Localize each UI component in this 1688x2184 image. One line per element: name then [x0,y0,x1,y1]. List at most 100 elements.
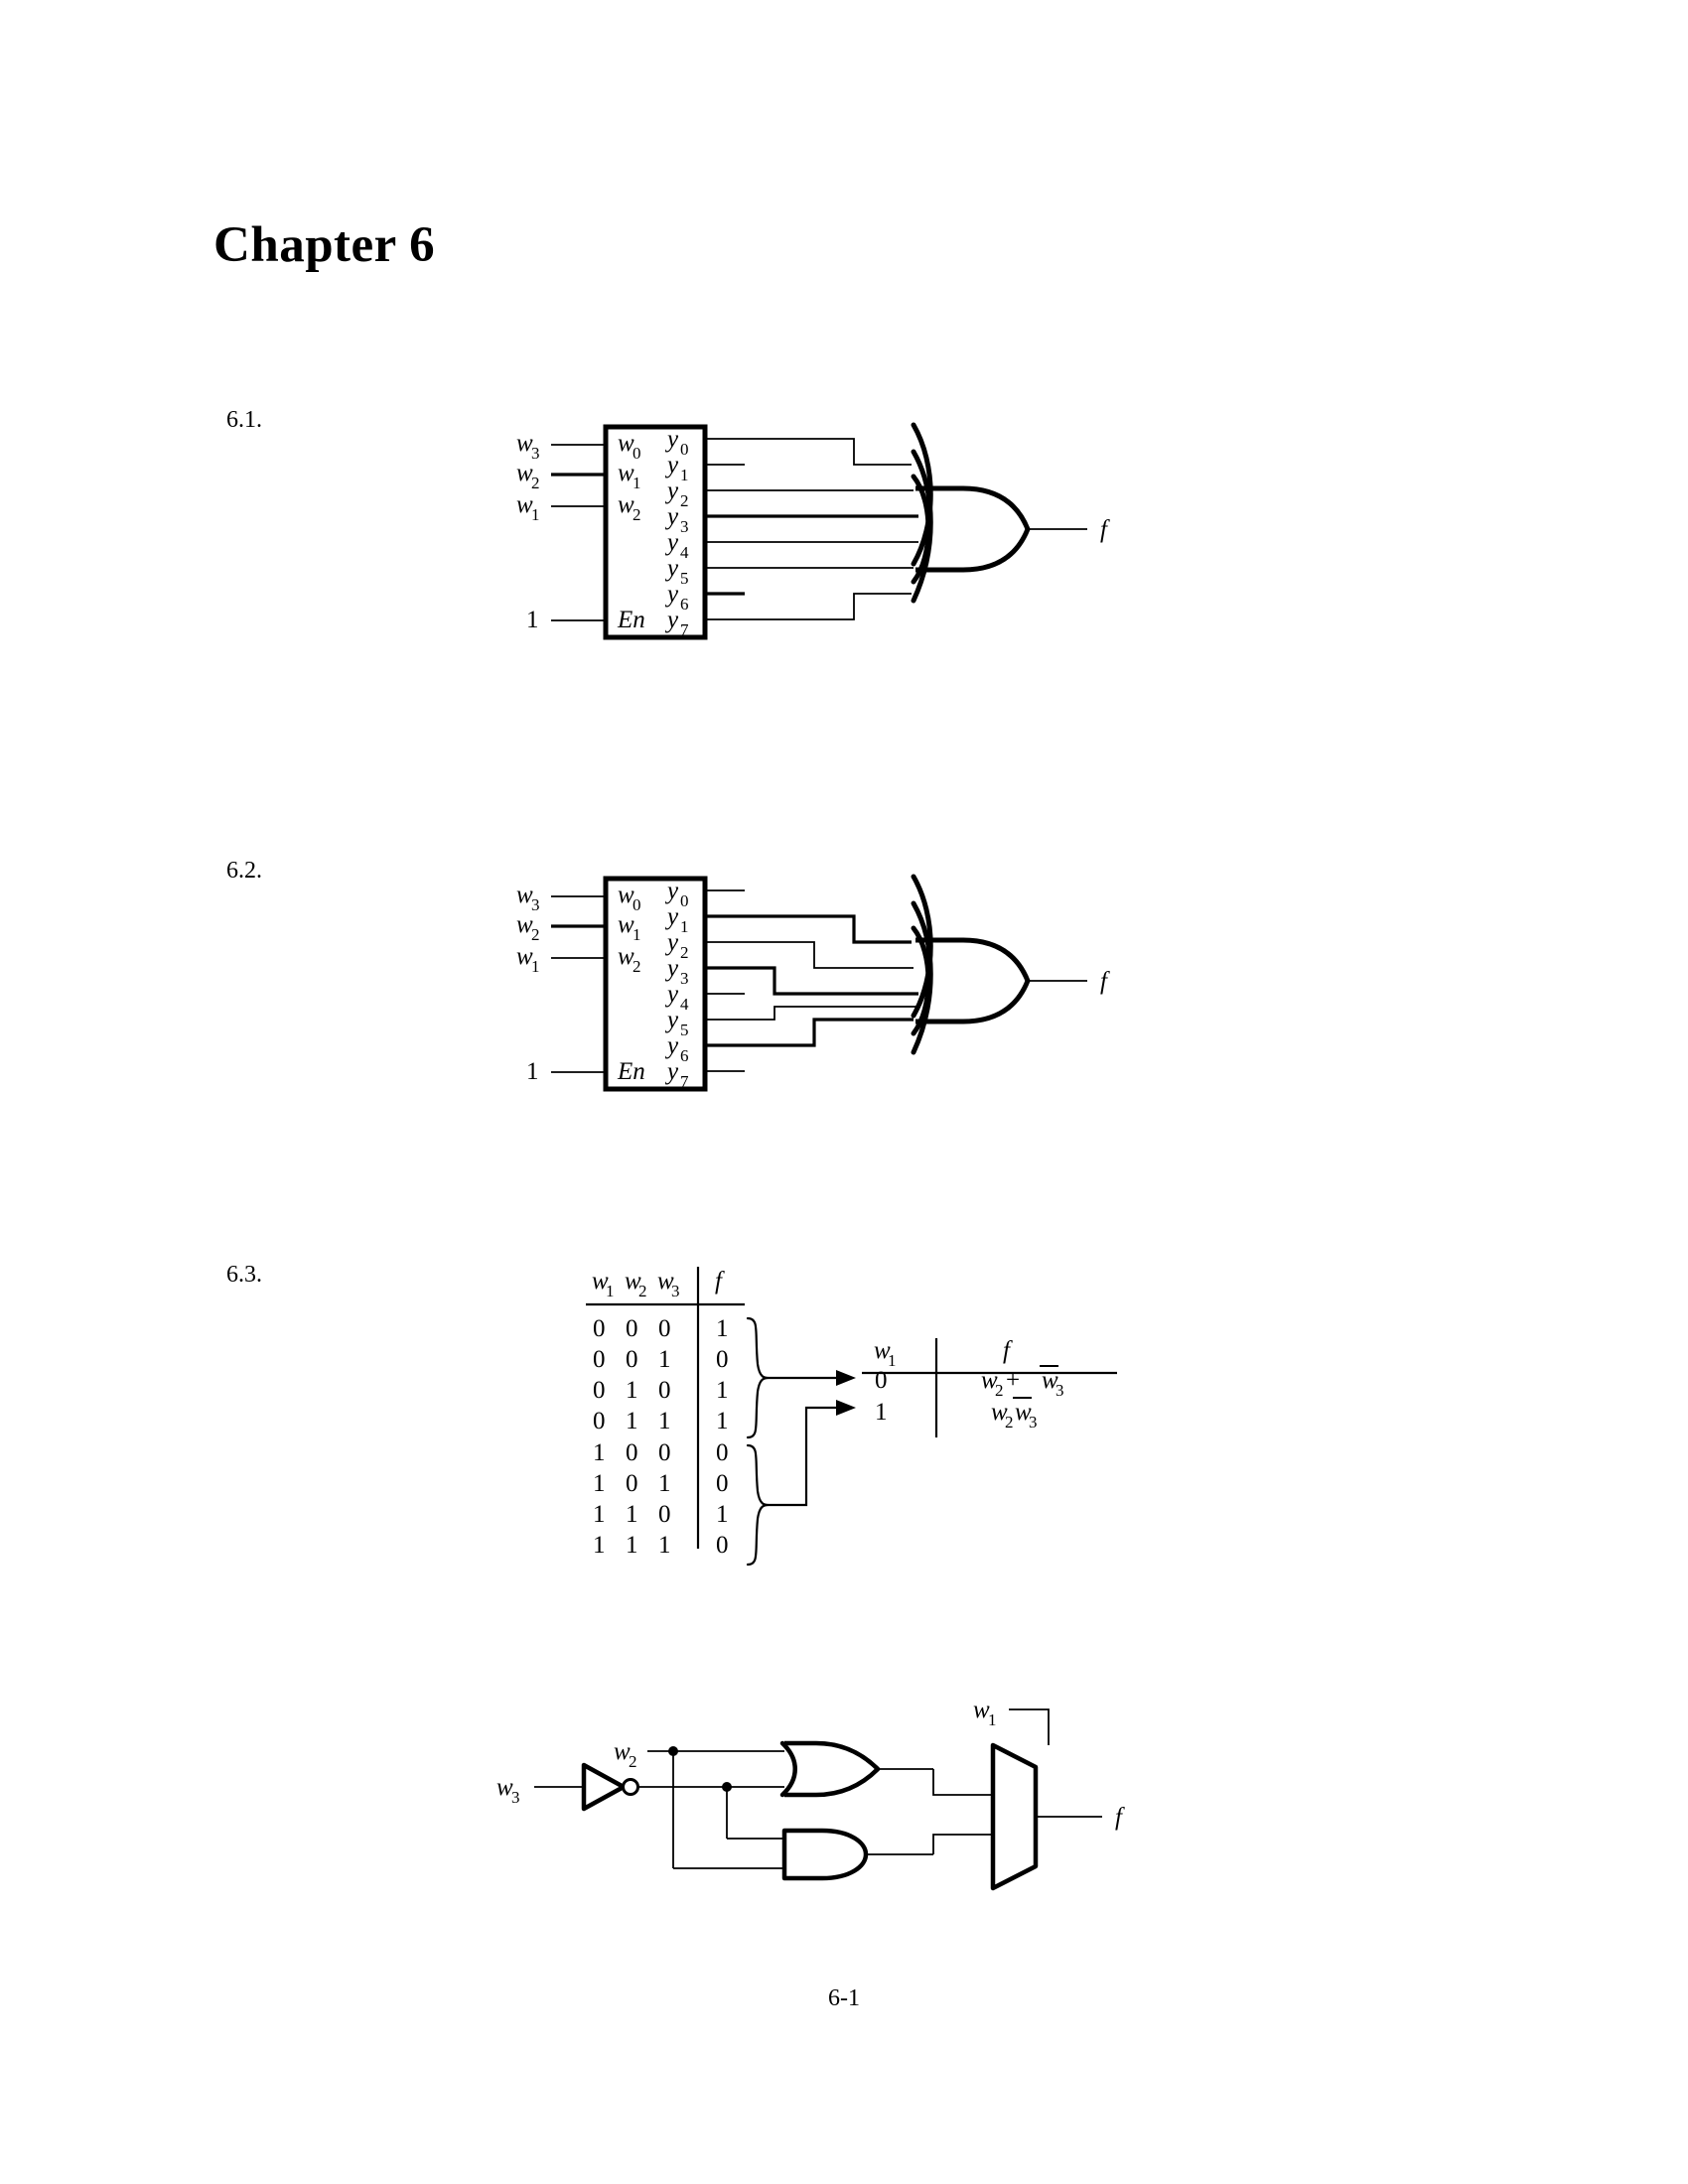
enable-value: 1 [526,1058,539,1085]
port-label-y6-sub: 6 [680,1046,689,1065]
input-label-w1: w [516,943,533,970]
port-label-y3: y [664,503,679,530]
or-gate-input-arc-top [911,874,933,1019]
input-label-w1-sub: 1 [531,957,540,976]
th-w3-sub: 3 [671,1282,680,1300]
cell-r0-f: 1 [716,1315,729,1342]
port-label-y0: y [664,878,679,904]
cell-r0-w2: 0 [626,1315,638,1342]
or-gate-body [784,1740,881,1798]
derived-r1-w1: 1 [875,1399,888,1426]
cell-r5-f: 0 [716,1470,729,1497]
port-label-y2: y [664,478,679,504]
port-label-y4-sub: 4 [680,543,689,562]
arrow-head-lower [836,1400,856,1416]
port-label-y4: y [664,529,679,556]
wire-y2-to-or [705,941,914,969]
cell-r1-w2: 0 [626,1346,638,1373]
input-label-w3: w [516,882,533,908]
junction-dot-notw3 [722,1782,732,1792]
arrow-line-lower [769,1406,836,1507]
and-gate [781,1828,869,1881]
page-title: Chapter 6 [213,217,436,273]
port-label-w1: w [618,460,634,486]
cell-r4-w1: 1 [593,1439,606,1466]
junction-dot-w2 [668,1746,678,1756]
output-label-f: f [1100,516,1110,543]
decoder-box [603,424,708,640]
cell-r4-w2: 0 [626,1439,638,1466]
port-label-y6-sub: 6 [680,595,689,614]
cell-r6-w3: 0 [658,1501,671,1528]
cell-r1-w1: 0 [593,1346,606,1373]
cell-r3-w2: 1 [626,1408,638,1434]
derived-th-w1: w [874,1337,891,1364]
or-gate-input-arc-top [911,422,933,567]
derived-th-w1-sub: 1 [888,1351,897,1370]
not-gate-bubble-icon [622,1778,639,1796]
problem-number-6-3: 6.3. [226,1262,262,1288]
cell-r4-w3: 0 [658,1439,671,1466]
arrow-head-upper [836,1370,856,1386]
input-label-w3-sub: 3 [531,444,540,463]
cell-r5-w2: 0 [626,1470,638,1497]
port-label-y6: y [664,581,679,608]
port-label-w2-sub: 2 [633,505,641,524]
port-label-w0: w [618,882,634,908]
port-label-y0: y [664,426,679,453]
input-label-w1: w [516,491,533,518]
port-label-en: En [617,1058,645,1085]
input-label-w3: w [496,1774,513,1801]
input-label-w3-sub: 3 [531,895,540,914]
input-label-w2: w [516,911,533,938]
or-gate-input-arc [779,1740,797,1798]
port-label-y5-sub: 5 [680,1021,689,1039]
cell-r1-f: 0 [716,1346,729,1373]
input-label-w2: w [516,460,533,486]
brace-upper-group [746,1316,770,1439]
cell-r1-w3: 1 [658,1346,671,1373]
port-label-y5: y [664,555,679,582]
expr-w-bar-sub: 3 [1055,1381,1064,1400]
derived-r1-expression: w 2 w 3 [991,1397,1038,1432]
or-gate-input-arc-lower [911,925,931,1036]
expr-w-bar: w [1015,1399,1032,1426]
th-w3: w [657,1268,674,1295]
cell-r3-f: 1 [716,1408,729,1434]
cell-r7-w2: 1 [626,1532,638,1559]
port-label-y3-sub: 3 [680,517,689,536]
figure-6-3-logic-circuit: w 3 w 2 [496,1688,1192,1906]
input-label-w2-sub: 2 [629,1752,637,1771]
wire-y7-to-or [705,593,912,620]
port-label-y1-sub: 1 [680,917,689,936]
derived-th-f: f [1003,1337,1013,1364]
cell-r7-f: 0 [716,1532,729,1559]
port-label-en: En [617,607,645,633]
cell-r0-w1: 0 [593,1315,606,1342]
expr-w-bar: w [1042,1367,1058,1394]
port-label-y7: y [664,1058,679,1085]
cell-r3-w1: 0 [593,1408,606,1434]
expr-w: w [991,1399,1008,1426]
expr-operator: + [1006,1367,1020,1394]
enable-value: 1 [526,607,539,633]
cell-r4-f: 0 [716,1439,729,1466]
port-label-y7: y [664,607,679,633]
port-label-w1-sub: 1 [633,474,641,492]
output-label-f: f [1115,1804,1125,1831]
input-label-w2: w [614,1738,631,1765]
port-label-y0-sub: 0 [680,891,689,910]
port-label-y4: y [664,981,679,1008]
page-footer: 6-1 [828,1985,860,2011]
port-label-w0-sub: 0 [633,895,641,914]
cell-r7-w1: 1 [593,1532,606,1559]
cell-r7-w3: 1 [658,1532,671,1559]
mux [990,1742,1039,1891]
port-label-w1-sub: 1 [633,925,641,944]
wire-y3-to-or [705,966,918,996]
cell-r0-w3: 0 [658,1315,671,1342]
port-label-y1: y [664,452,679,478]
input-label-w2-sub: 2 [531,925,540,944]
problem-number-6-1: 6.1. [226,407,262,433]
brace-lower-group [746,1443,770,1567]
